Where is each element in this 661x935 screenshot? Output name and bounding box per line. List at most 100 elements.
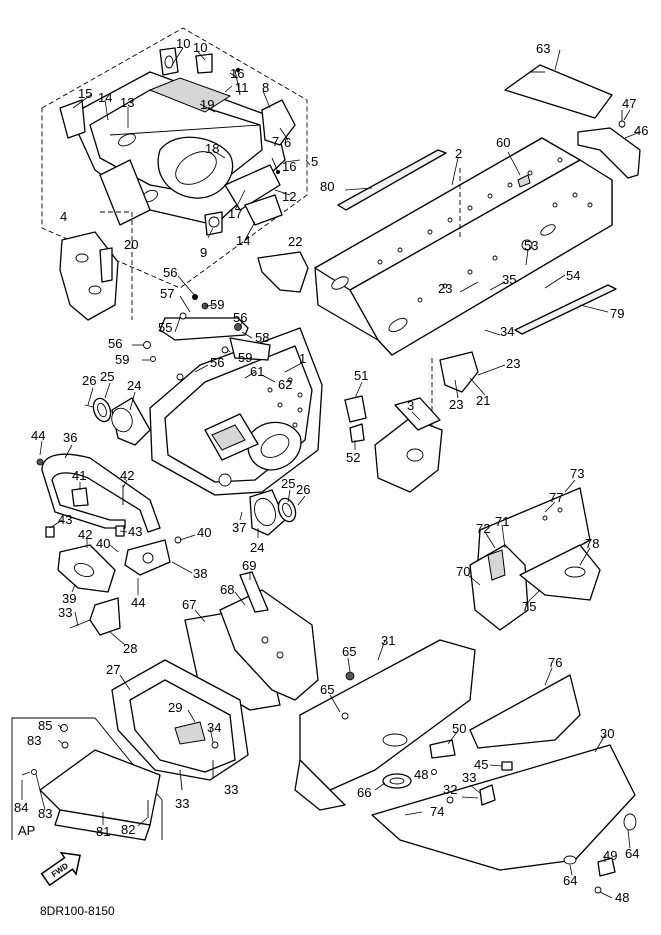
- strip-80: [337, 149, 447, 211]
- skid-plate-27: [111, 659, 249, 791]
- callout-label: 19: [200, 97, 214, 112]
- callout-labels: 10 10 16 11 8 15 14 13 19 6 7 18 16 5 12…: [14, 36, 648, 905]
- callout-label: 59: [210, 297, 224, 312]
- callout-label: 79: [610, 306, 624, 321]
- callout-label: 48: [414, 767, 428, 782]
- callout-label: 14: [98, 90, 112, 105]
- bracket-3: [344, 395, 443, 493]
- callout-label: 67: [182, 597, 196, 612]
- callout-label: 75: [522, 599, 536, 614]
- callout-label: 73: [570, 466, 584, 481]
- callout-label: 64: [563, 873, 577, 888]
- callout-label: 8: [262, 80, 269, 95]
- callout-label: 68: [220, 582, 234, 597]
- lower-fasteners: [382, 739, 616, 894]
- callout-label: 15: [78, 86, 92, 101]
- callout-label: 83: [27, 733, 41, 748]
- callout-label: 20: [124, 237, 138, 252]
- callout-label: 45: [474, 757, 488, 772]
- callout-label: 77: [549, 490, 563, 505]
- callout-label: 52: [346, 450, 360, 465]
- callout-label: 54: [566, 268, 580, 283]
- callout-label: 27: [106, 662, 120, 677]
- callout-label: 26: [296, 482, 310, 497]
- callout-label: 83: [38, 806, 52, 821]
- bracket-22: [257, 251, 309, 293]
- callout-label: 32: [443, 782, 457, 797]
- boot-left-24: [84, 397, 151, 446]
- callout-label: 36: [63, 430, 77, 445]
- callout-label: 14: [236, 233, 250, 248]
- callout-label: 70: [456, 564, 470, 579]
- inset-ap: [11, 717, 163, 841]
- bracket-28: [89, 597, 121, 636]
- callout-label: 3: [407, 398, 414, 413]
- callout-label: 46: [634, 123, 648, 138]
- callout-label: 30: [600, 726, 614, 741]
- callout-label: 85: [38, 718, 52, 733]
- tunnel-2: [314, 137, 613, 356]
- callout-label: 42: [78, 527, 92, 542]
- callout-label: 81: [96, 824, 110, 839]
- callout-label: 29: [168, 700, 182, 715]
- callout-label: 59: [238, 350, 252, 365]
- callout-label: 11: [235, 80, 249, 95]
- callout-label: 5: [311, 154, 318, 169]
- assembly-5-outline: [41, 27, 308, 289]
- callout-label: 78: [585, 536, 599, 551]
- callout-label: 44: [131, 595, 145, 610]
- callout-label: 2: [455, 146, 462, 161]
- callout-label: 23: [506, 356, 520, 371]
- callout-label: 33: [224, 782, 238, 797]
- callout-label: 22: [288, 234, 302, 249]
- callout-label: 26: [82, 373, 96, 388]
- callout-label: 50: [452, 721, 466, 736]
- callout-label: 80: [320, 179, 334, 194]
- callout-label: 6: [284, 135, 291, 150]
- callout-label: 71: [495, 514, 509, 529]
- callout-label: 60: [496, 135, 510, 150]
- callout-label: 58: [255, 330, 269, 345]
- floor-panel-76: [371, 674, 637, 871]
- callout-label: 59: [115, 352, 129, 367]
- upper-frame-assembly: [59, 47, 296, 236]
- callout-label: 7: [272, 134, 279, 149]
- callout-label: 82: [121, 822, 135, 837]
- callout-label: 69: [242, 558, 256, 573]
- boot-right-24: [249, 489, 297, 536]
- side-panel-73: [469, 487, 601, 631]
- callout-label: 28: [123, 641, 137, 656]
- fasteners-top: [143, 294, 256, 381]
- callout-label: 66: [357, 785, 371, 800]
- callout-label: 23: [449, 397, 463, 412]
- callout-label: 84: [14, 800, 28, 815]
- bracket-46: [577, 127, 641, 179]
- callout-label: 10: [176, 36, 190, 51]
- main-frame-1: [149, 317, 323, 496]
- callout-label: 12: [282, 189, 296, 204]
- callout-label: 23: [438, 281, 452, 296]
- bracket-4: [59, 211, 133, 321]
- callout-label: 44: [31, 428, 45, 443]
- floor-panel-31: [294, 639, 476, 811]
- callout-label: 62: [278, 377, 292, 392]
- callout-label: 56: [163, 265, 177, 280]
- callout-label: 25: [281, 476, 295, 491]
- inset-label: AP: [18, 823, 35, 838]
- strip-79: [514, 284, 617, 335]
- callout-label: 56: [210, 355, 224, 370]
- callout-label: 42: [120, 468, 134, 483]
- callout-label: 41: [72, 468, 86, 483]
- callout-label: 1: [299, 351, 306, 366]
- callout-label: 17: [228, 206, 242, 221]
- callout-label: 39: [62, 591, 76, 606]
- callout-label: 40: [197, 525, 211, 540]
- callout-label: 9: [200, 245, 207, 260]
- bracket-21: [439, 351, 479, 393]
- callout-label: 34: [500, 324, 514, 339]
- callout-label: 33: [462, 770, 476, 785]
- callout-label: 74: [430, 804, 444, 819]
- callout-label: 55: [158, 320, 172, 335]
